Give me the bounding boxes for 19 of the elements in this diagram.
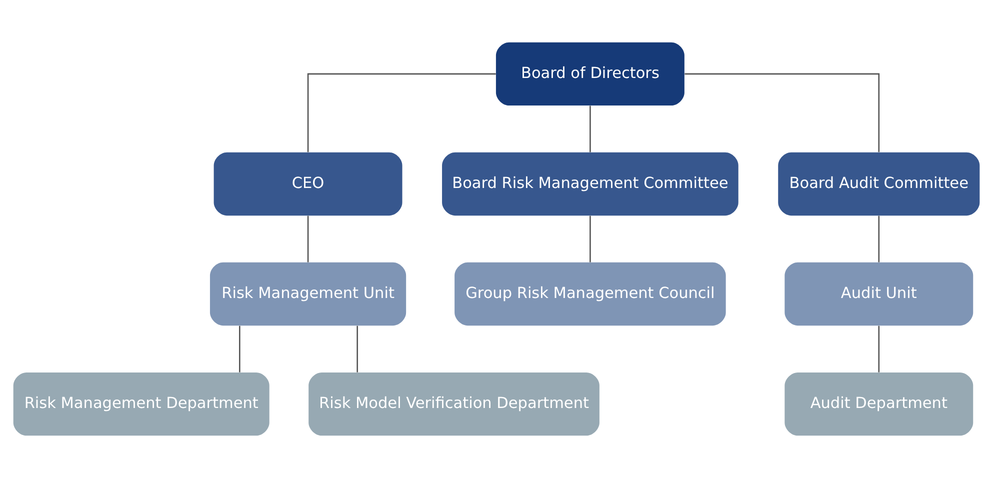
node-box: Audit Department — [784, 372, 974, 436]
connector — [590, 105, 591, 152]
node-box: CEO — [214, 152, 402, 216]
connector — [684, 72, 880, 152]
node-box: Risk Model Verification Department — [308, 372, 600, 436]
connector — [590, 215, 591, 262]
node-box: Risk Management Unit — [210, 262, 406, 326]
node-box: Board Audit Committee — [778, 152, 980, 216]
connector — [307, 215, 309, 262]
connector — [878, 325, 880, 372]
connector — [356, 325, 358, 372]
connector — [307, 72, 496, 152]
node-box: Risk Management Department — [13, 372, 270, 436]
connector — [878, 215, 880, 262]
connector — [239, 325, 240, 372]
node-box: Board of Directors — [496, 42, 684, 106]
node-box: Group Risk Management Council — [454, 262, 726, 326]
node-box: Board Risk Management Committee — [442, 152, 738, 216]
node-box: Audit Unit — [784, 262, 974, 326]
